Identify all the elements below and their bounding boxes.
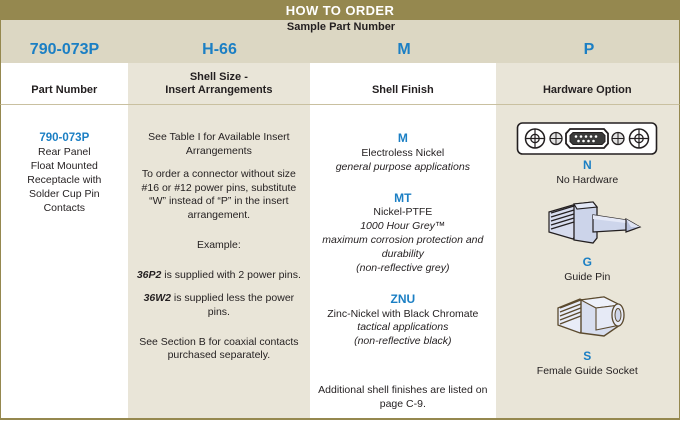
sample-code-part-number: 790-073P (29, 41, 100, 58)
part-number-description: Rear Panel Float Mounted Receptacle with… (9, 146, 120, 215)
column-header-shell-size: Shell Size - Insert Arrangements (127, 63, 311, 104)
column-header-shell-size-line2: Insert Arrangements (165, 84, 273, 97)
shell-finish-option-znu: ZNU Zinc-Nickel with Black Chromate tact… (318, 292, 487, 349)
hardware-option-code-s: S (583, 349, 592, 364)
part-number-desc-line-3: Receptacle with (27, 173, 102, 186)
shell-size-example-2-text: is supplied less the power pins. (171, 291, 295, 318)
column-header-shell-finish: Shell Finish (310, 63, 496, 104)
female-guide-socket-icon (504, 292, 671, 348)
sample-code-shell-finish: M (397, 41, 411, 58)
hardware-option-code-n: N (582, 158, 592, 172)
part-number-code: 790-073P (39, 132, 90, 144)
shell-finish-note-mt-2: maximum corrosion protection and durabil… (322, 234, 484, 260)
column-header-hardware-option: Hardware Option (495, 63, 679, 104)
part-number-desc-line-1: Rear Panel (38, 146, 91, 159)
column-header-part-number: Part Number (1, 63, 128, 104)
shell-finish-note-znu-1: tactical applications (357, 321, 449, 334)
column-header-part-number-label: Part Number (31, 84, 98, 97)
guide-pin-icon (504, 196, 671, 254)
cell-shell-size: See Table I for Available Insert Arrange… (127, 105, 311, 418)
hardware-option-n: N No Hardware (504, 121, 671, 188)
shell-size-para-1: See Table I for Available Insert Arrange… (148, 131, 290, 157)
sample-part-number-codes: 790-073P H-66 M P (1, 37, 680, 63)
shell-size-example-2-code: 36W2 (143, 291, 171, 304)
shell-size-para-3: See Section B for coaxial contacts purch… (139, 335, 299, 362)
shell-finish-note-znu-2: (non-reflective black) (354, 335, 452, 348)
shell-finish-note-m-1: general purpose applications (335, 160, 470, 173)
shell-size-para-2: To order a connector without size #16 or… (141, 167, 297, 222)
column-header-hardware-option-label: Hardware Option (542, 84, 632, 97)
shell-size-example-label: Example: (196, 239, 241, 252)
column-header-row: Part Number Shell Size - Insert Arrangem… (0, 63, 680, 104)
hardware-option-name-n: No Hardware (556, 173, 619, 186)
column-header-shell-size-text: Shell Size - Insert Arrangements (165, 71, 272, 99)
column-header-shell-finish-label: Shell Finish (371, 84, 434, 97)
column-header-shell-size-line1: Shell Size - (189, 70, 248, 83)
shell-size-example-1-text: is supplied with 2 power pins. (161, 269, 301, 282)
shell-finish-note-mt-3: (non-reflective grey) (356, 261, 450, 274)
shell-finish-name-m: Electroless Nickel (361, 146, 445, 159)
hardware-option-g: G Guide Pin (504, 196, 671, 285)
cell-part-number: 790-073P Rear Panel Float Mounted Recept… (1, 105, 128, 418)
cell-shell-finish: M Electroless Nickel general purpose app… (310, 105, 496, 418)
part-number-desc-line-4: Solder Cup Pin (29, 187, 100, 200)
sample-part-number-label: Sample Part Number (286, 21, 396, 33)
page-title: HOW TO ORDER (0, 0, 680, 20)
shell-size-example-1: 36P2 is supplied with 2 power pins. (136, 269, 302, 283)
shell-finish-option-m: M Electroless Nickel general purpose app… (318, 131, 487, 175)
sample-code-shell-size: H-66 (202, 41, 237, 58)
shell-finish-name-mt: Nickel-PTFE (373, 206, 433, 219)
hardware-option-name-g: Guide Pin (564, 270, 611, 283)
shell-finish-note-mt-1: 1000 Hour Grey™ (360, 220, 446, 233)
hardware-option-name-s: Female Guide Socket (536, 365, 638, 378)
shell-finish-code-mt: MT (394, 190, 412, 205)
shell-size-example-2: 36W2 is supplied less the power pins. (136, 292, 302, 320)
part-number-desc-line-5: Contacts (43, 201, 86, 214)
shell-finish-name-znu: Zinc-Nickel with Black Chromate (327, 307, 479, 320)
sample-code-hardware-option: P (583, 41, 595, 58)
table-body-row: 790-073P Rear Panel Float Mounted Recept… (0, 104, 680, 420)
shell-finish-code-znu: ZNU (390, 291, 416, 306)
shell-size-example-1-code: 36P2 (136, 269, 162, 282)
sample-part-number-band: Sample Part Number 790-073P H-66 M P (0, 20, 680, 63)
dsub-connector-no-hardware-icon (504, 121, 671, 157)
shell-finish-code-m: M (397, 131, 408, 145)
shell-finish-footnote: Additional shell finishes are listed on … (318, 384, 488, 410)
hardware-option-code-g: G (582, 254, 592, 269)
hardware-option-s: S Female Guide Socket (504, 292, 671, 379)
part-number-desc-line-2: Float Mounted (30, 160, 98, 173)
shell-finish-option-mt: MT Nickel-PTFE 1000 Hour Grey™ maximum c… (318, 191, 487, 276)
cell-hardware-option: N No Hardware (495, 105, 679, 418)
